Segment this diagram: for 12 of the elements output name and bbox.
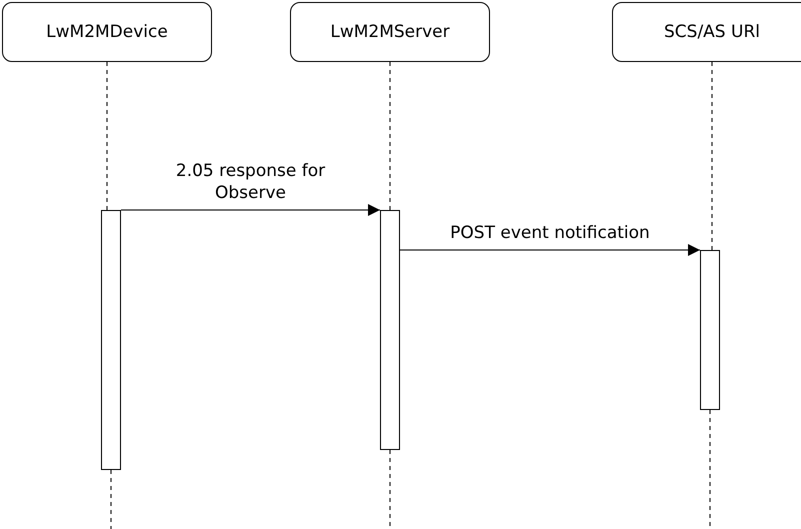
- activation-bar: [380, 210, 400, 450]
- participant-name: LwM2MServer: [330, 22, 450, 42]
- participant-name: SCS/AS URl: [664, 22, 760, 42]
- activation-bar: [101, 210, 121, 470]
- participant-box: [290, 2, 490, 62]
- participant-name: LwM2MDevice: [46, 22, 168, 42]
- participant-box: [2, 2, 212, 62]
- message-arrow: [400, 244, 700, 256]
- activation-bar: [700, 250, 720, 410]
- message-arrow: [120, 204, 380, 216]
- lifeline: [106, 62, 108, 210]
- participant-box: [612, 2, 801, 62]
